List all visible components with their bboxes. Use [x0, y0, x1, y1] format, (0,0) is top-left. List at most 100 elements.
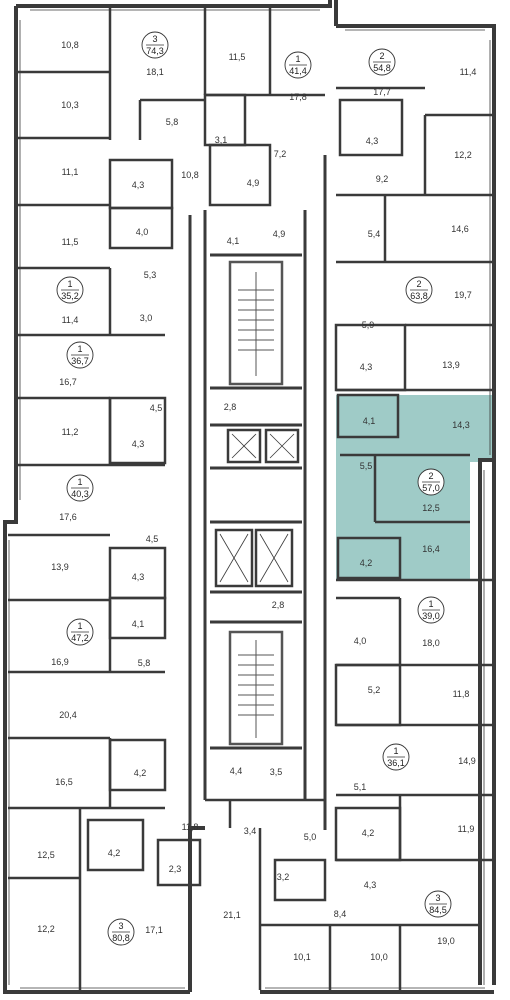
room-area: 4,2 [360, 558, 373, 568]
room-area: 17,7 [373, 87, 391, 97]
room-area: 9,2 [376, 174, 389, 184]
room-area: 17,6 [59, 512, 77, 522]
room-area: 4,3 [132, 180, 145, 190]
room-area: 13,9 [51, 562, 69, 572]
room-area: 5,3 [144, 270, 157, 280]
room-area: 19,7 [454, 290, 472, 300]
room-area: 4,5 [150, 403, 163, 413]
room-area: 4,0 [136, 227, 149, 237]
svg-text:80,8: 80,8 [112, 933, 130, 943]
room-area: 11,5 [229, 52, 246, 62]
room-area: 4,3 [132, 572, 145, 582]
elevators [214, 428, 300, 588]
room-area: 7,2 [274, 149, 287, 159]
room-area: 3,2 [277, 872, 290, 882]
room-area: 14,3 [452, 420, 470, 430]
room-area: 4,3 [366, 136, 379, 146]
room-area: 4,2 [134, 768, 147, 778]
svg-text:35,2: 35,2 [61, 291, 79, 301]
room-area: 4,3 [360, 362, 373, 372]
room-area: 18,1 [146, 67, 164, 77]
room-area: 4,1 [132, 619, 145, 629]
room-area: 4,9 [247, 178, 260, 188]
svg-text:2: 2 [416, 279, 421, 289]
room-area: 19,0 [437, 936, 455, 946]
room-area: 12,2 [454, 150, 472, 160]
apartment-badge[interactable]: 3 74,3 [141, 31, 169, 59]
svg-text:1: 1 [77, 344, 82, 354]
room-area: 17,8 [289, 92, 307, 102]
apartment-badge[interactable]: 1 39,0 [417, 596, 445, 624]
room-area: 11,8 [453, 689, 470, 699]
apartment-badge[interactable]: 2 54,8 [368, 48, 396, 76]
room-area: 11,5 [62, 237, 79, 247]
room-area: 4,4 [230, 766, 243, 776]
room-area: 4,9 [273, 229, 286, 239]
apartment-badge[interactable]: 3 84,5 [424, 890, 452, 918]
svg-text:1: 1 [77, 477, 82, 487]
svg-text:2: 2 [379, 51, 384, 61]
room-area: 5,8 [138, 658, 151, 668]
room-area: 14,6 [451, 224, 469, 234]
room-area: 12,5 [422, 503, 440, 513]
corridor-walls [188, 155, 327, 830]
room-area: 10,8 [181, 170, 199, 180]
room-area: 10,8 [61, 40, 79, 50]
room-area: 17,1 [145, 925, 163, 935]
room-area: 4,5 [146, 534, 159, 544]
room-area: 10,3 [61, 100, 79, 110]
room-area: 3,0 [140, 313, 153, 323]
svg-text:3: 3 [435, 893, 440, 903]
room-area: 8,4 [334, 909, 347, 919]
apartment-badge[interactable]: 1 35,2 [56, 276, 84, 304]
room-area: 11,9 [458, 824, 475, 834]
svg-text:47,2: 47,2 [71, 633, 89, 643]
apartment-badge[interactable]: 1 36,1 [382, 743, 410, 771]
svg-text:1: 1 [67, 279, 72, 289]
room-area: 2,8 [224, 402, 237, 412]
svg-text:36,1: 36,1 [387, 758, 405, 768]
room-area: 16,9 [51, 657, 69, 667]
apartment-badge[interactable]: 3 80,8 [107, 918, 135, 946]
room-area: 14,9 [458, 756, 476, 766]
room-area: 11,4 [460, 67, 477, 77]
room-area: 4,0 [354, 636, 367, 646]
apartment-badge[interactable]: 1 41,4 [284, 51, 312, 79]
highlighted-apartment[interactable] [336, 395, 496, 580]
svg-text:57,0: 57,0 [422, 483, 440, 493]
room-area: 4,2 [362, 828, 375, 838]
svg-text:2: 2 [428, 471, 433, 481]
apartment-badge[interactable]: 2 57,0 [417, 468, 445, 496]
svg-text:41,4: 41,4 [289, 66, 307, 76]
room-area: 5,9 [362, 320, 375, 330]
svg-text:1: 1 [77, 621, 82, 631]
room-area: 5,2 [368, 685, 381, 695]
apartment-badge[interactable]: 1 47,2 [66, 618, 94, 646]
svg-text:1: 1 [428, 599, 433, 609]
room-area: 18,0 [422, 638, 440, 648]
room-area: 4,3 [364, 880, 377, 890]
apartment-badge[interactable]: 1 40,3 [66, 474, 94, 502]
room-area: 3,5 [270, 767, 283, 777]
room-area: 16,5 [55, 777, 73, 787]
room-labels: 10,8 10,3 11,1 11,5 11,4 16,7 11,2 17,6 … [37, 40, 476, 962]
room-area: 10,1 [293, 952, 311, 962]
room-area: 4,3 [132, 439, 145, 449]
room-area: 21,1 [223, 910, 241, 920]
svg-text:74,3: 74,3 [146, 46, 164, 56]
room-area: 11,4 [62, 315, 79, 325]
apartment-badge[interactable]: 2 63,8 [405, 276, 433, 304]
room-area: 2,8 [272, 600, 285, 610]
room-area: 16,4 [422, 544, 440, 554]
room-area: 12,5 [37, 850, 55, 860]
apartment-badge[interactable]: 1 36,7 [66, 341, 94, 369]
room-area: 4,1 [227, 236, 240, 246]
svg-text:36,7: 36,7 [71, 356, 89, 366]
room-area: 2,3 [169, 864, 182, 874]
svg-text:63,8: 63,8 [410, 291, 428, 301]
svg-text:54,8: 54,8 [373, 63, 391, 73]
room-area: 10,0 [370, 952, 388, 962]
room-area: 4,2 [108, 848, 121, 858]
room-area: 3,4 [244, 826, 257, 836]
